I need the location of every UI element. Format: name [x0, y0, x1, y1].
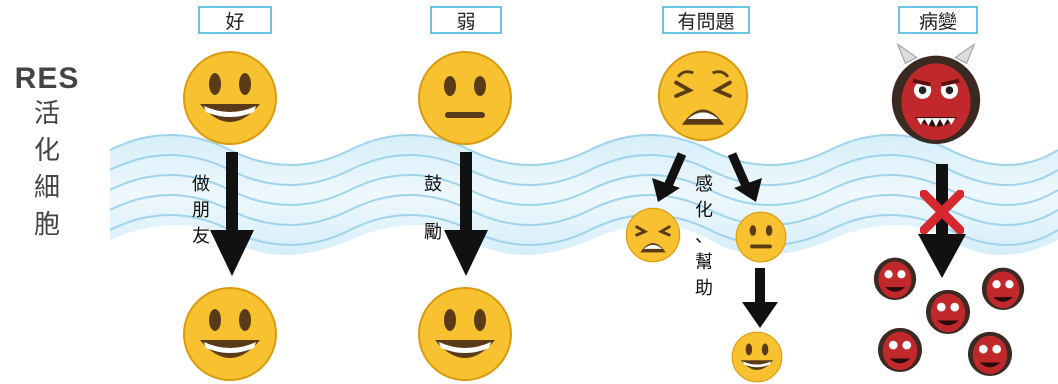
happy-face-icon	[183, 287, 277, 381]
action-label-encourage: 鼓 勵	[424, 174, 442, 243]
weary-face-icon	[625, 207, 681, 263]
down-arrow-icon	[742, 268, 778, 328]
oni-mask-icon	[891, 44, 981, 144]
neutral-face-icon	[735, 211, 787, 263]
down-arrow-icon	[727, 152, 762, 202]
column-header-problem: 有問題	[662, 6, 750, 34]
neutral-face-icon	[418, 51, 512, 145]
sidebar-title: RES	[14, 62, 80, 95]
down-arrow-icon	[444, 152, 488, 276]
oni-mask-icon	[877, 327, 923, 372]
down-arrow-icon	[210, 152, 254, 276]
weary-face-icon	[657, 50, 749, 142]
happy-face-icon	[183, 51, 277, 145]
column-header-weak: 弱	[430, 6, 502, 34]
sidebar-char: 化	[33, 136, 60, 166]
sidebar-char: 胞	[33, 210, 60, 240]
action-label-influence-help: 感 化 、 幫 助	[695, 174, 713, 299]
sidebar-char: 活	[33, 99, 60, 129]
sidebar-label: RES 活 化 細 胞	[8, 62, 86, 244]
happy-face-icon	[418, 287, 512, 381]
oni-mask-icon	[981, 267, 1025, 310]
oni-mask-icon	[873, 257, 917, 300]
down-arrow-icon	[652, 152, 687, 202]
oni-mask-icon	[925, 289, 971, 334]
cross-icon	[920, 190, 964, 234]
column-header-diseased: 病變	[898, 6, 978, 34]
oni-mask-icon	[967, 331, 1013, 376]
action-label-befriend: 做 朋 友	[192, 174, 210, 247]
happy-face-icon	[731, 331, 783, 383]
sidebar-char: 細	[33, 173, 60, 203]
column-header-good: 好	[198, 6, 272, 34]
